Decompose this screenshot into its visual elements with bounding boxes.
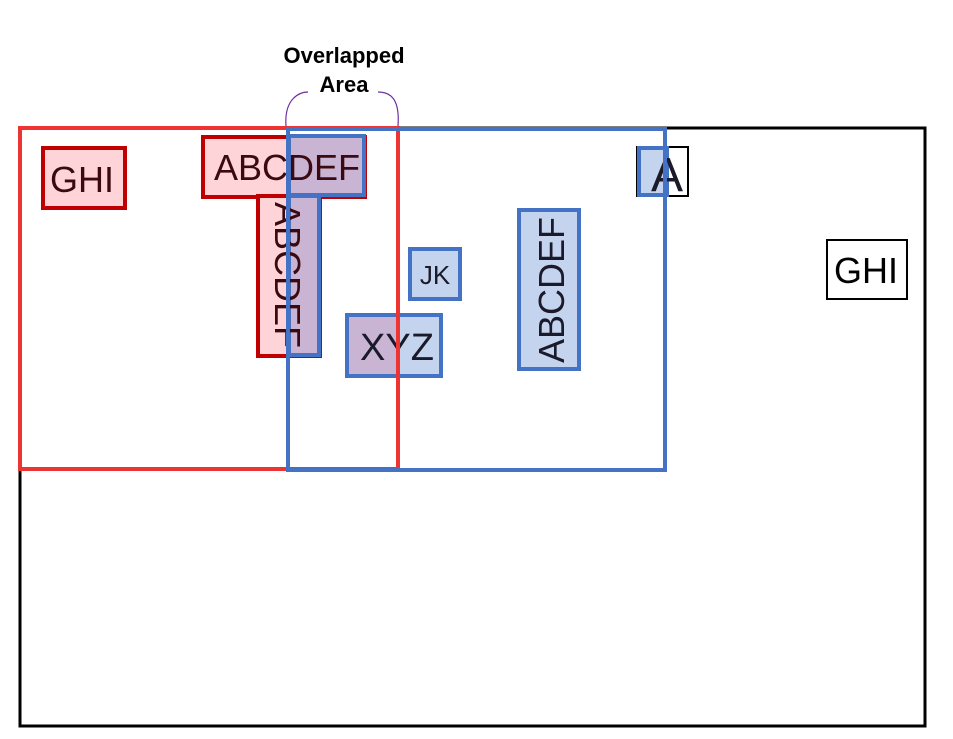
blue-jk-box [408, 247, 462, 301]
blue-region [286, 127, 667, 472]
overlap-bracket [285, 91, 399, 127]
red-region [18, 126, 400, 471]
outer-frame [18, 126, 927, 728]
outer-ghi-label: GHI [834, 250, 898, 291]
xyz-overlap-fill [349, 317, 397, 374]
blue-abcdef-vertical-box [517, 208, 581, 371]
blue-abcdef-vertical-label: ABCDEF [531, 217, 572, 363]
red-ghi-box [41, 146, 127, 210]
annotation-line-2: Area [320, 72, 370, 97]
outer-ghi-box [826, 239, 908, 300]
blue-abcdef-overlap-box [287, 134, 366, 197]
red-ghi-label: GHI [50, 159, 114, 200]
blue-jk-label: JK [420, 260, 451, 290]
annotation-line-1: Overlapped [283, 43, 404, 68]
